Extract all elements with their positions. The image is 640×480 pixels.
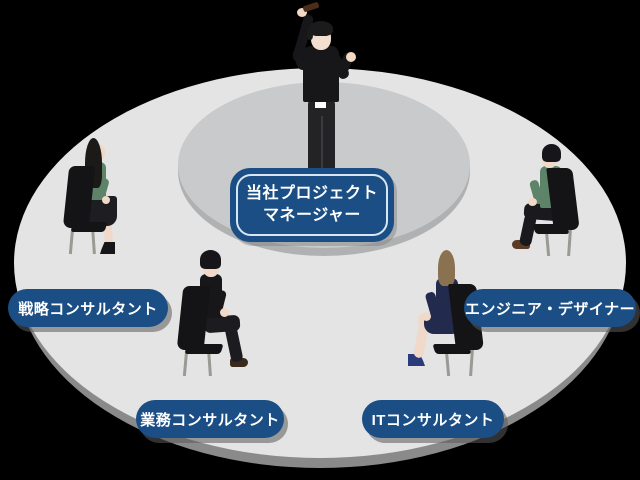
role-label-it-consultant[interactable]: ITコンサルタント bbox=[362, 400, 504, 438]
hair bbox=[309, 21, 333, 36]
conductor-figure bbox=[283, 1, 361, 172]
shoe bbox=[230, 358, 248, 367]
role-label-engineer-designer[interactable]: エンジニア・デザイナー bbox=[464, 289, 636, 327]
role-label-strategy-consultant[interactable]: 戦略コンサルタント bbox=[8, 289, 168, 327]
shoe bbox=[100, 242, 115, 254]
leg-split bbox=[321, 116, 323, 172]
hand bbox=[102, 196, 110, 204]
baton-icon bbox=[302, 1, 320, 13]
chair-back bbox=[176, 286, 211, 350]
center-role-label-line1: 当社プロジェクト bbox=[245, 185, 378, 202]
hand bbox=[528, 198, 537, 206]
role-label-business-consultant[interactable]: 業務コンサルタント bbox=[136, 400, 284, 438]
hair bbox=[542, 144, 561, 162]
bowtie-icon bbox=[314, 49, 327, 55]
left-hand bbox=[297, 8, 307, 17]
hair bbox=[200, 250, 221, 269]
seated-woman-lower-right-figure bbox=[408, 250, 486, 377]
center-role-label-line2: マネージャー bbox=[263, 207, 361, 224]
hand bbox=[422, 312, 431, 321]
seated-man-lower-left-figure bbox=[176, 250, 252, 377]
center-role-badge[interactable]: 当社プロジェクト マネージャー bbox=[230, 168, 394, 242]
seated-woman-upper-left-figure bbox=[58, 138, 130, 255]
sideburn bbox=[307, 28, 313, 40]
hand bbox=[220, 308, 229, 317]
seated-man-upper-right-figure bbox=[512, 140, 588, 257]
right-hand bbox=[346, 52, 356, 62]
hair bbox=[438, 250, 455, 286]
